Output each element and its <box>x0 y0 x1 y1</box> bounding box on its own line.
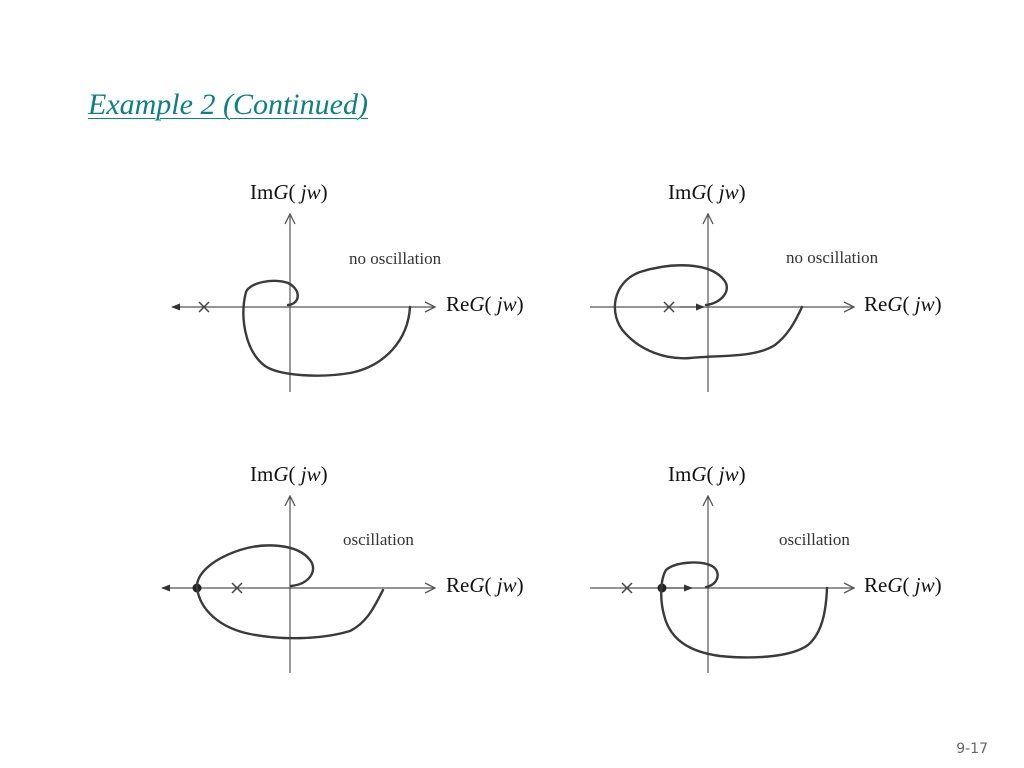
pole-marker-x <box>663 301 675 313</box>
real-axis-label: ReG( jw) <box>446 573 524 597</box>
panel-bottom-right: ImG( jw) ReG( jw) oscillation <box>590 462 942 673</box>
pole-marker-x <box>198 301 210 313</box>
oscillation-note: oscillation <box>779 530 850 549</box>
panel-bottom-left: ImG( jw) ReG( jw) oscillation <box>161 462 524 673</box>
nyquist-curve <box>660 561 829 659</box>
pole-marker-x <box>621 582 633 594</box>
oscillation-note: oscillation <box>343 530 414 549</box>
panel-top-left: ImG( jw) ReG( jw) no oscillation <box>171 180 524 392</box>
imaginary-axis-label: ImG( jw) <box>668 462 746 486</box>
panel-top-right: ImG( jw) ReG( jw) no oscillation <box>590 180 942 392</box>
imaginary-axis-label: ImG( jw) <box>250 180 328 204</box>
pole-marker-x <box>231 582 243 594</box>
oscillation-note: no oscillation <box>786 248 879 267</box>
oscillation-note: no oscillation <box>349 249 442 268</box>
imaginary-axis-label: ImG( jw) <box>250 462 328 486</box>
nyquist-curve <box>613 264 804 360</box>
real-axis-label: ReG( jw) <box>446 292 524 316</box>
slide-title: Example 2 (Continued) <box>88 88 368 121</box>
nyquist-curve <box>195 544 385 640</box>
page-number: 9-17 <box>956 741 988 757</box>
real-axis-label: ReG( jw) <box>864 292 942 316</box>
nyquist-curve <box>242 279 412 377</box>
real-axis-label: ReG( jw) <box>864 573 942 597</box>
imaginary-axis-label: ImG( jw) <box>668 180 746 204</box>
